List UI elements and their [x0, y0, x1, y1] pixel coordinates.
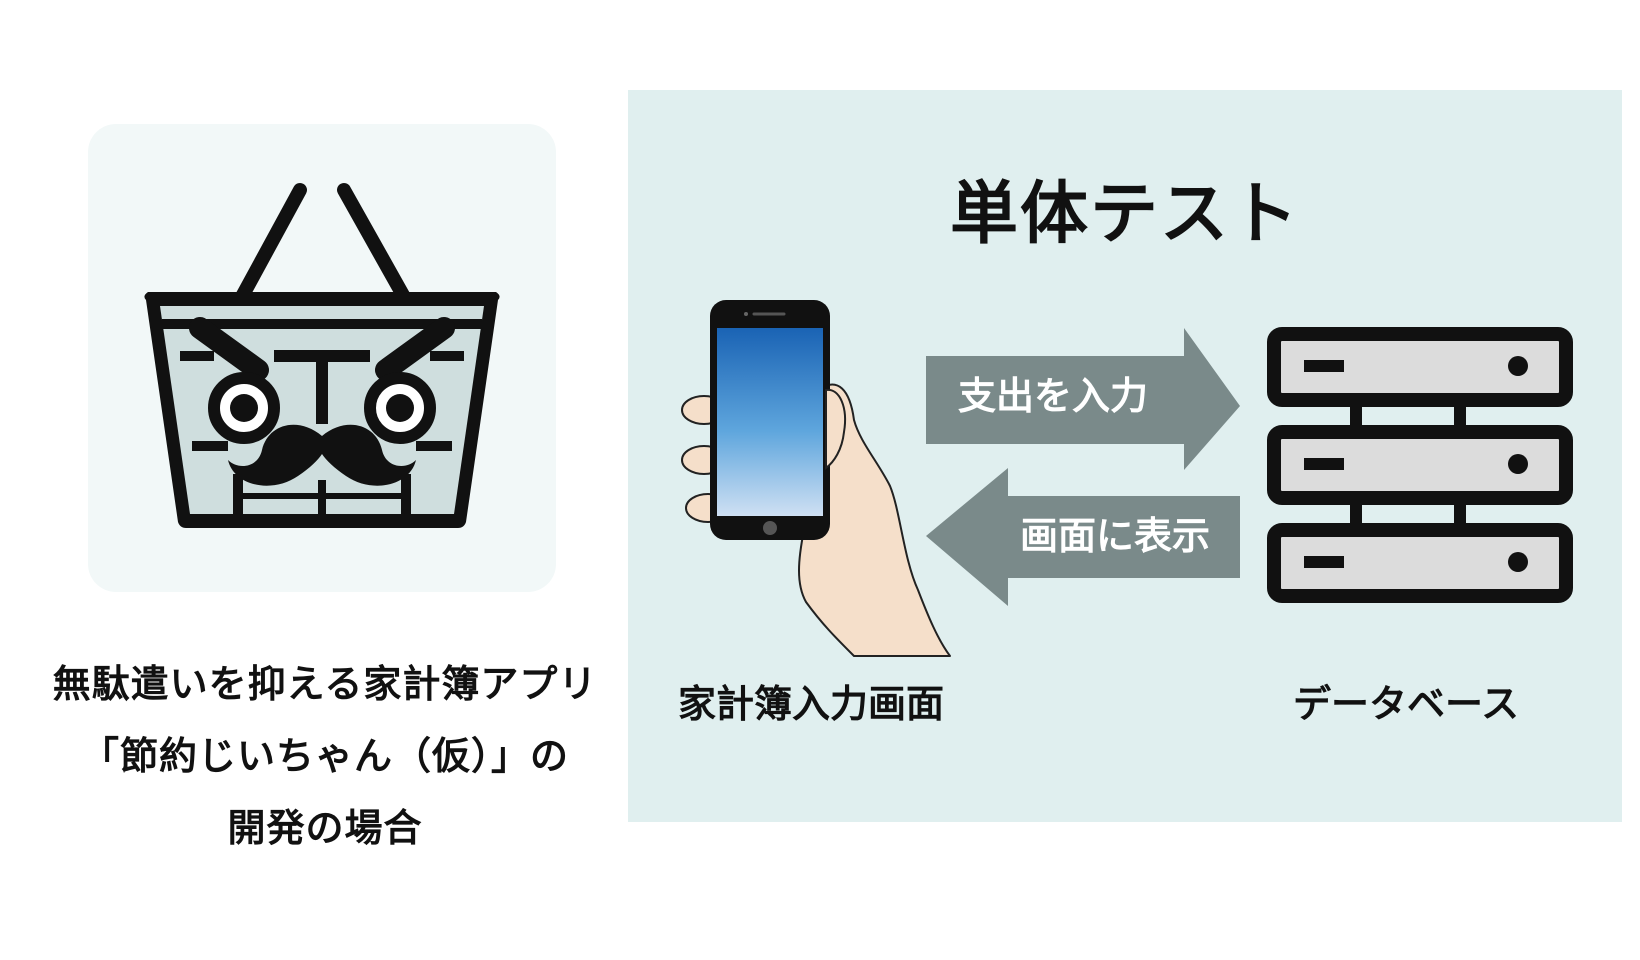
caption-line-2: 「節約じいちゃん（仮）」の	[80, 734, 569, 778]
arrow-left-label: 画面に表示	[1020, 514, 1211, 558]
arrow-left	[926, 468, 1240, 606]
right-node-label: データベース	[1293, 682, 1520, 726]
left-node-label: 家計簿入力画面	[678, 682, 945, 726]
caption-line-3: 開発の場合	[227, 806, 423, 850]
database-server-icon	[1267, 327, 1573, 603]
diagram-graphics	[681, 300, 1573, 657]
smartphone-in-hand-icon	[681, 300, 951, 657]
unit-test-diagram: 単体テスト	[628, 90, 1622, 822]
caption-line-1: 無駄遣いを抑える家計簿アプリ	[52, 662, 598, 706]
app-logo-card	[88, 124, 556, 592]
shopping-basket-face-icon	[144, 183, 500, 528]
arrow-right	[926, 328, 1240, 470]
diagram-title: 単体テスト	[949, 175, 1300, 254]
arrow-right-label: 支出を入力	[958, 374, 1149, 418]
app-caption: 無駄遣いを抑える家計簿アプリ 「節約じいちゃん（仮）」の 開発の場合	[20, 648, 630, 864]
